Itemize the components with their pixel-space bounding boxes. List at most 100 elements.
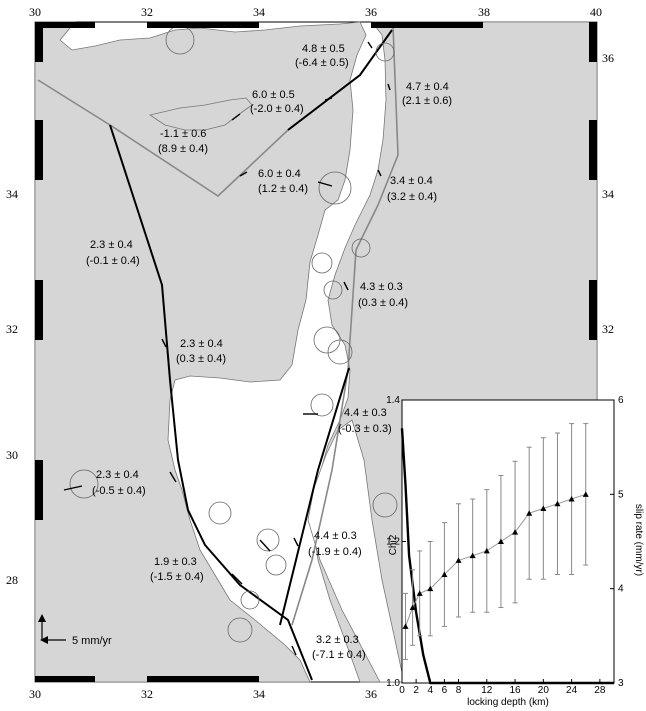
velocity-label-line2: (-6.4 ± 0.5) — [295, 57, 349, 69]
lat-tick-right: 34 — [602, 187, 614, 201]
velocity-arrow — [343, 281, 349, 291]
error-ellipse — [372, 492, 398, 518]
velocity-label-line1: -1.1 ± 0.6 — [160, 128, 206, 140]
lon-tick-bottom: 36 — [365, 687, 377, 701]
slip-rate-point — [582, 491, 589, 497]
scale-arrow-head-left — [40, 636, 48, 644]
velocity-label-line2: (1.2 ± 0.4) — [258, 183, 308, 195]
velocity-arrow — [377, 169, 382, 177]
error-ellipses — [69, 25, 398, 643]
lon-tick-bottom: 30 — [29, 687, 41, 701]
inset-x-tick-label: 6 — [442, 685, 448, 696]
water-red-sea — [307, 419, 405, 683]
velocity-label-line1: 2.3 ± 0.4 — [180, 338, 223, 350]
velocity-arrow — [317, 181, 333, 187]
error-ellipse — [310, 393, 334, 417]
lon-tick-top: 36 — [365, 5, 377, 19]
error-ellipse — [375, 42, 395, 62]
scale-arrow-head-up — [38, 614, 46, 622]
inset-x-tick-label: 2 — [413, 685, 419, 696]
velocity-label-line1: 4.4 ± 0.3 — [344, 407, 387, 419]
slip-rate-point — [497, 538, 504, 544]
inset-x-tick-label: 0 — [399, 685, 405, 696]
chi2-curve-line — [400, 428, 614, 685]
boundary-black-north — [287, 29, 393, 131]
frame-tick-bar — [147, 676, 259, 682]
slip-rate-point — [526, 510, 533, 516]
lon-tick-bottom: 34 — [253, 687, 265, 701]
velocity-arrow — [63, 485, 83, 491]
inset-left-tick-label: 1.4 — [386, 395, 400, 406]
frame-tick-bar — [35, 120, 43, 180]
frame-tick-bar — [589, 22, 597, 62]
velocity-arrow — [367, 41, 373, 49]
inset-left-tick-label: 1.0 — [386, 678, 400, 689]
frame-tick-bar — [35, 22, 43, 62]
velocity-label-line1: 4.7 ± 0.4 — [406, 81, 449, 93]
velocity-label-line2: (3.2 ± 0.4) — [387, 191, 437, 203]
slip-rate-point — [540, 505, 547, 511]
inset-right-tick-label: 3 — [618, 678, 624, 689]
velocity-arrow — [291, 645, 297, 656]
slip-rate-point — [427, 585, 434, 592]
velocity-label-line1: 6.0 ± 0.5 — [252, 89, 295, 101]
velocity-label-line2: (2.1 ± 0.6) — [402, 95, 452, 107]
error-ellipse — [69, 469, 99, 499]
velocity-label-line2: (-2.0 ± 0.4) — [250, 103, 304, 115]
slip-rate-point — [469, 552, 476, 559]
lat-tick-left: 34 — [6, 187, 18, 201]
velocity-arrow — [161, 338, 167, 348]
velocity-arrow — [324, 97, 333, 101]
velocity-label-line2: (0.3 ± 0.4) — [176, 353, 226, 365]
error-ellipse — [318, 171, 352, 205]
lon-tick-top: 30 — [29, 5, 41, 19]
frame-tick-bar — [147, 22, 259, 28]
velocity-arrow — [169, 471, 177, 483]
lat-tick-left: 30 — [6, 448, 18, 462]
error-ellipse — [323, 280, 343, 300]
map-axis: 30 32 34 36 38 40 30 32 34 36 28 30 32 3… — [6, 5, 614, 701]
inset-x-tick-label: 16 — [510, 685, 522, 696]
lat-tick-left: 32 — [6, 322, 18, 336]
inset-right-tick-label: 4 — [618, 584, 624, 595]
inset-x-tick-label: 8 — [456, 685, 462, 696]
velocity-label-line1: 2.3 ± 0.4 — [90, 239, 133, 251]
inset-x-label: locking depth (km) — [467, 697, 549, 708]
inset-right-tick-label: 6 — [618, 395, 624, 406]
velocity-label-line2: (8.9 ± 0.4) — [158, 143, 208, 155]
error-ellipse — [227, 617, 253, 643]
lat-tick-right: 32 — [602, 322, 614, 336]
velocity-arrow — [387, 83, 391, 91]
velocity-label-line2: (-0.5 ± 0.4) — [92, 485, 146, 497]
velocity-label-line2: (0.3 ± 0.4) — [358, 297, 408, 309]
lon-tick-top: 34 — [253, 5, 265, 19]
slip-rate-point — [409, 604, 416, 611]
slip-rate-point — [441, 571, 448, 578]
inset-x-tick-label: 12 — [481, 685, 493, 696]
frame-tick-bar — [35, 280, 43, 340]
scale-arrow: 5 mm/yr — [38, 614, 112, 647]
scale-label: 5 mm/yr — [72, 635, 112, 647]
velocity-label-line2: (-0.3 ± 0.3) — [338, 423, 392, 435]
slip-rate-point — [402, 623, 409, 629]
error-ellipse — [240, 590, 260, 610]
inset-x-tick-label: 20 — [538, 685, 550, 696]
boundary-black-east — [279, 367, 350, 626]
lon-tick-top: 32 — [141, 5, 153, 19]
error-ellipse — [208, 501, 232, 525]
velocity-label-line2: (-0.1 ± 0.4) — [86, 255, 140, 267]
slip-rate-point — [554, 500, 561, 507]
lon-tick-top: 40 — [590, 5, 602, 19]
velocity-arrow — [231, 113, 241, 121]
velocity-label-line1: 4.4 ± 0.3 — [314, 530, 357, 542]
slip-rate-point — [568, 496, 575, 502]
slip-rate-point — [455, 557, 462, 563]
velocity-arrows — [63, 41, 391, 656]
velocity-label-line1: 4.3 ± 0.3 — [360, 281, 403, 293]
frame-tick-bar — [589, 280, 597, 340]
frame-tick-bar — [589, 120, 597, 180]
lat-tick-right: 36 — [602, 51, 614, 65]
